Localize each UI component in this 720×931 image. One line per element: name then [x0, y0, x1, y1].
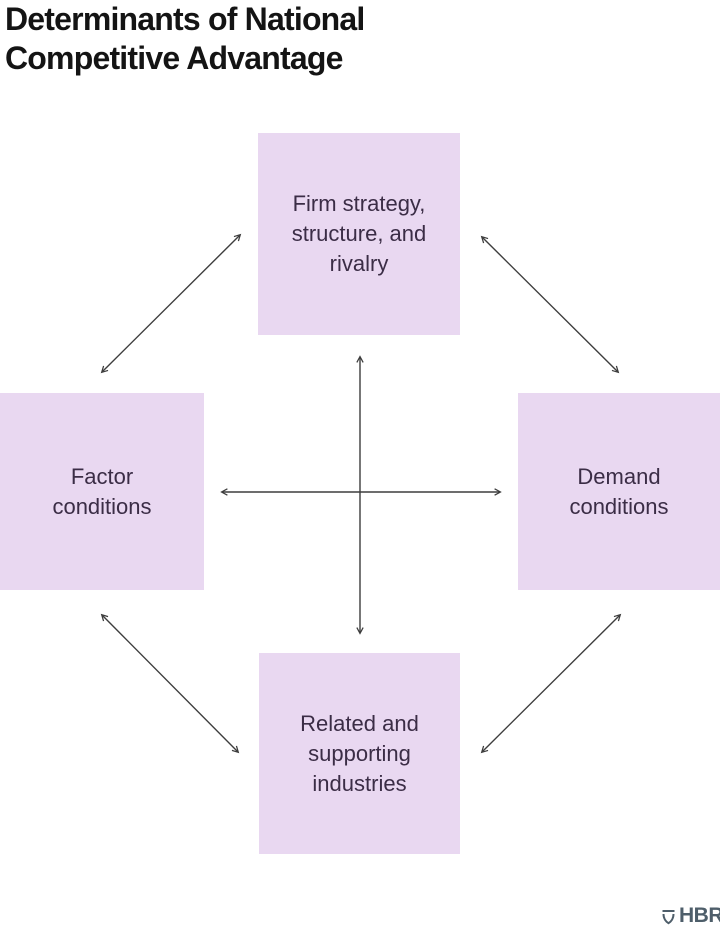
page-title: Determinants of National Competitive Adv…: [5, 1, 365, 76]
hbr-logo-text: HBR: [679, 904, 720, 927]
hbr-shield-icon: [662, 910, 675, 925]
arrow-top-right: [480, 235, 620, 374]
node-factor-conditions: Factor conditions: [0, 393, 204, 590]
node-related-supporting-industries: Related and supporting industries: [259, 653, 460, 854]
node-firm-strategy-structure-rivalry: Firm strategy, structure, and rivalry: [258, 133, 460, 335]
hbr-logo: HBR: [660, 904, 720, 928]
arrow-bottom-right: [480, 613, 622, 754]
node-demand-conditions: Demand conditions: [518, 393, 720, 590]
arrow-bottom-left: [100, 613, 240, 754]
arrow-top-left: [100, 233, 242, 374]
